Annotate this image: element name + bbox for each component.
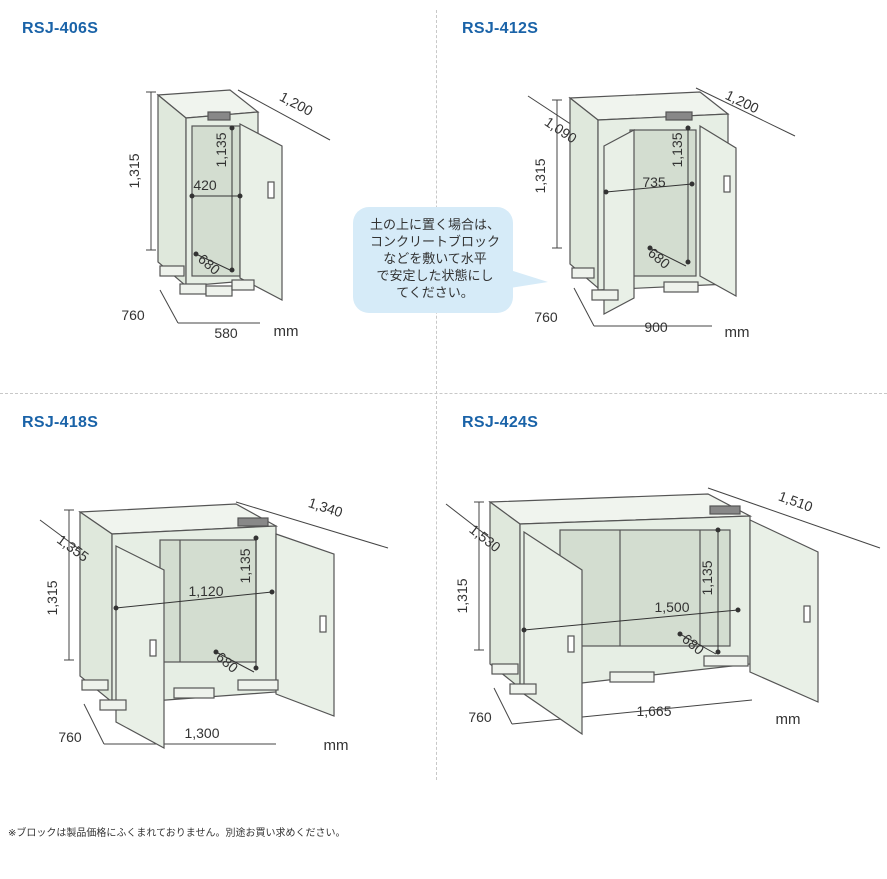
horizontal-divider	[0, 393, 887, 394]
diagram-rsj-406s: 1,315 1,200 1,135 420 680 760 580 mm	[121, 88, 331, 341]
door-width-label: 1,120	[188, 583, 223, 599]
door-width-label: 735	[642, 174, 666, 190]
model-title-rsj-406s: RSJ-406S	[22, 20, 99, 37]
model-title-rsj-424s: RSJ-424S	[462, 414, 539, 431]
diagram-rsj-412s: 1,315 1,200 1,090 1,135 735 680 760 900 …	[527, 87, 796, 341]
side-depth-label: 760	[58, 729, 82, 745]
side-depth-label: 760	[468, 709, 492, 725]
unit-label: mm	[274, 323, 299, 340]
side-depth-label: 760	[534, 309, 558, 325]
side-depth-label: 760	[121, 307, 145, 323]
footnote: ※ブロックは製品価格にふくまれておりません。別途お買い求めください。	[8, 828, 346, 839]
door-width-label: 420	[193, 177, 217, 193]
unit-label: mm	[776, 711, 801, 728]
height-label: 1,315	[454, 578, 470, 613]
width-label: 1,300	[184, 725, 219, 741]
width-label: 900	[644, 319, 668, 335]
width-label: 580	[214, 325, 238, 341]
model-title-rsj-418s: RSJ-418S	[22, 414, 99, 431]
callout-text: 土の上に置く場合は、 コンクリートブロック などを敷いて水平 で安定した状態にし…	[369, 217, 500, 300]
unit-label: mm	[324, 737, 349, 754]
diagram-rsj-418s: 1,315 1,340 1,355 1,135 1,120 680 760 1,…	[39, 494, 389, 754]
width-label: 1,665	[636, 703, 671, 719]
inner-height-label: 1,135	[213, 132, 229, 167]
callout-pointer	[510, 270, 548, 288]
unit-label: mm	[725, 324, 750, 341]
inner-height-label: 1,135	[237, 548, 253, 583]
height-label: 1,315	[44, 580, 60, 615]
door-width-label: 1,500	[654, 599, 689, 615]
vertical-divider	[436, 10, 437, 780]
inner-height-label: 1,135	[699, 560, 715, 595]
inner-height-label: 1,135	[669, 132, 685, 167]
height-label: 1,315	[126, 153, 142, 188]
model-title-rsj-412s: RSJ-412S	[462, 20, 539, 37]
depth-diag-label: 1,510	[777, 488, 816, 515]
callout-bubble	[353, 207, 513, 313]
height-label: 1,315	[532, 158, 548, 193]
